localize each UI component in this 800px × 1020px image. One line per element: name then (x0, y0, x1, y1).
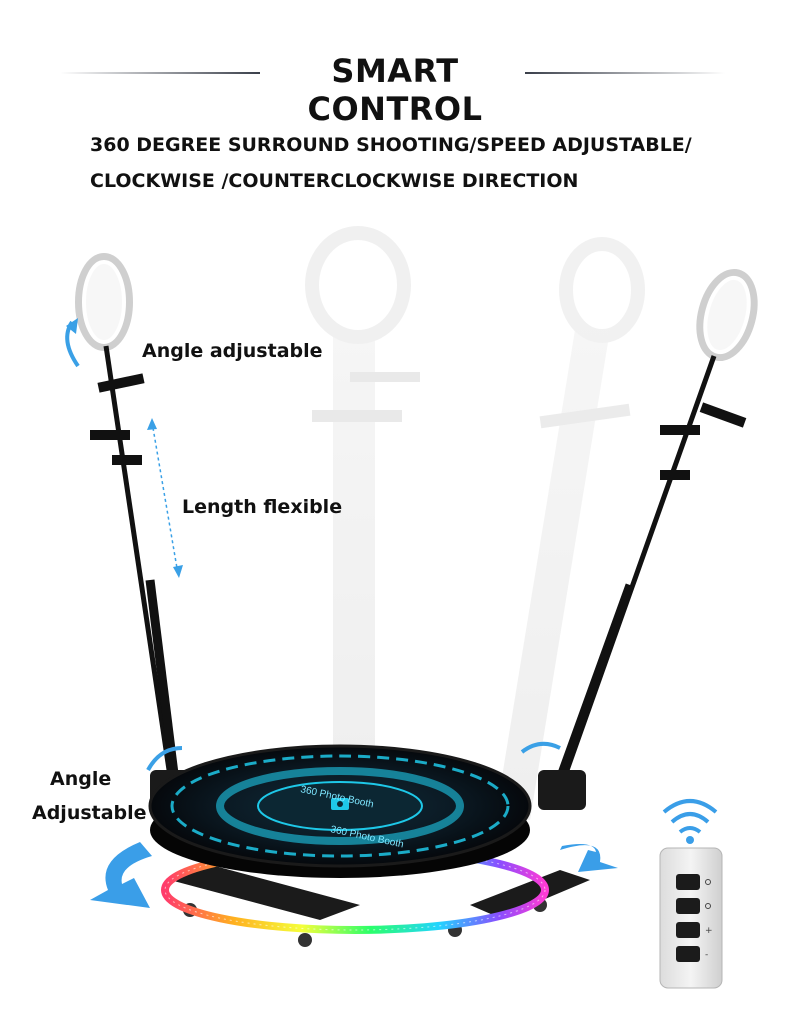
length-arrow (147, 418, 183, 578)
subtitle-line-1: 360 DEGREE SURROUND SHOOTING/SPEED ADJUS… (90, 134, 692, 156)
remote-control: + - (659, 799, 723, 989)
minus-button (676, 946, 700, 962)
left-pole (90, 345, 181, 791)
ghost-arm-center (305, 226, 420, 820)
header: SMART CONTROL (0, 0, 800, 128)
platform: 360 Photo Booth 360 Photo Booth (148, 744, 532, 878)
plus-icon: + (705, 926, 713, 936)
label-angle: Angle (50, 768, 112, 790)
wifi-icon (662, 799, 718, 814)
right-pivot (538, 770, 586, 810)
rotate-left-arrow-icon (90, 842, 152, 908)
left-ring-light (75, 253, 133, 351)
label-angle-adjustable: Angle adjustable (142, 340, 323, 362)
rotate-right-arrow-icon (560, 844, 618, 872)
rotate-icon (705, 903, 711, 909)
rotate-button (676, 898, 700, 914)
ghost-arm-right (495, 237, 645, 820)
power-icon (705, 879, 711, 885)
right-pole (551, 355, 747, 792)
angle-arrow-right-icon (520, 741, 561, 754)
title-rule-right (525, 72, 725, 74)
angle-arrow-bottom-icon (146, 746, 183, 772)
page-title: SMART CONTROL (307, 52, 483, 128)
minus-icon: - (705, 950, 708, 960)
label-adjustable: Adjustable (32, 802, 147, 824)
title-rule-left (60, 72, 260, 74)
right-ring-light (696, 268, 758, 362)
subtitle-line-2: CLOCKWISE /COUNTERCLOCKWISE DIRECTION (90, 170, 579, 192)
plus-button (676, 922, 700, 938)
label-length-flexible: Length flexible (182, 496, 343, 518)
power-button (676, 874, 700, 890)
